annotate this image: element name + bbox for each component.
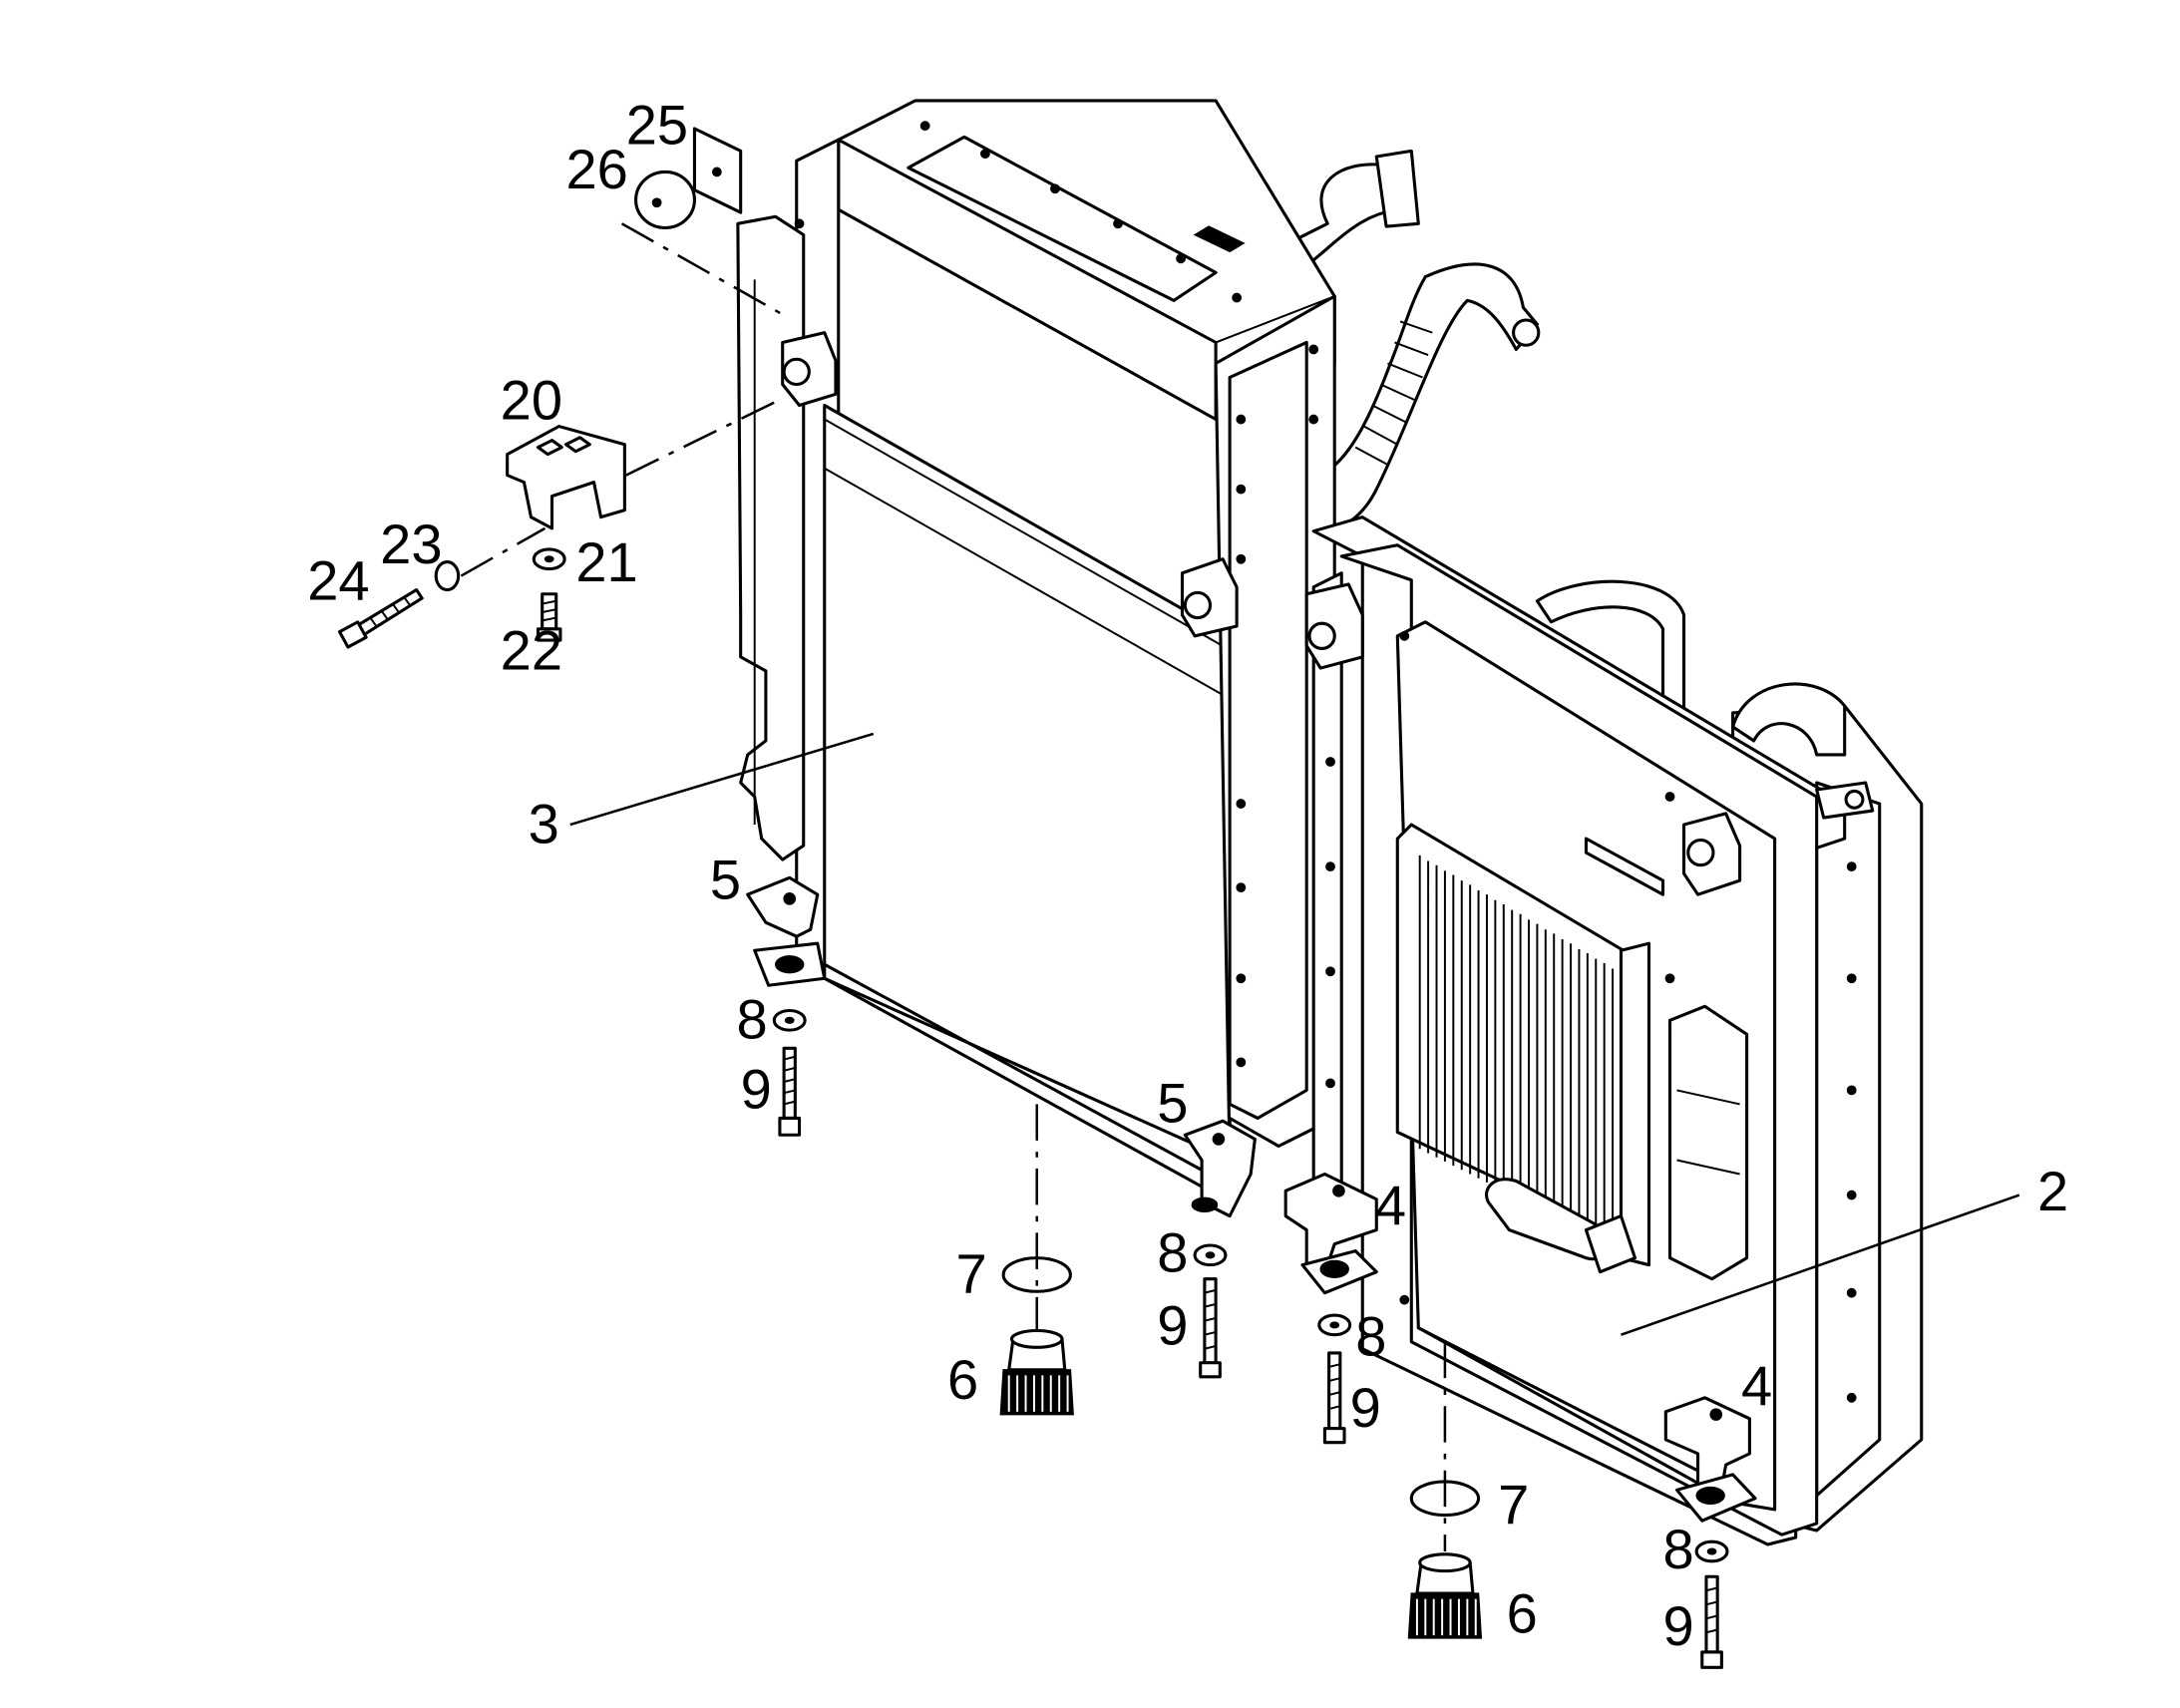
callout-9-left: 9 [741,1058,772,1121]
part-5-bracket-left [746,875,827,987]
part-9-bolt-left [778,1046,802,1137]
part-23-washer [434,559,461,592]
callout-9-mid: 9 [1157,1294,1188,1357]
part-24-bolt [337,588,424,649]
part-26-washer [634,170,696,230]
callout-20: 20 [501,369,562,432]
callout-24: 24 [307,548,369,611]
callout-4-left: 4 [1375,1174,1406,1236]
callout-4-right: 4 [1741,1354,1772,1417]
callout-5-right: 5 [1157,1072,1188,1135]
lower-hose [1318,262,1541,533]
cooler-assembly [1304,515,1924,1546]
part-8-washer-left [772,1008,807,1032]
callout-2: 2 [2037,1160,2068,1222]
part-8-washer-center [1317,1313,1352,1337]
callout-8-mid: 8 [1157,1221,1188,1284]
callout-6-right: 6 [1507,1581,1538,1644]
condenser-fins [1418,854,1615,1233]
part-9-bolt-right [1700,1574,1723,1669]
callout-7-right: 7 [1498,1473,1529,1536]
leader-2 [1621,1194,2020,1336]
part-21-washer [532,547,566,571]
callout-8-center: 8 [1355,1305,1386,1368]
part-9-bolt-mid [1199,1277,1222,1379]
part-9-bolt-center [1322,1351,1346,1445]
callout-21: 21 [575,530,637,593]
callout-9-center: 9 [1350,1376,1381,1439]
part-7-oring-right [1409,1480,1481,1518]
part-20-bracket [506,425,626,530]
callout-5-left: 5 [710,848,741,910]
radiator-assembly [736,99,1336,1204]
part-6-cap-right [1407,1552,1483,1639]
part-7-oring-left [1001,1256,1072,1293]
callout-8-left: 8 [736,988,767,1051]
callout-7-left: 7 [955,1242,986,1305]
callout-26: 26 [566,138,628,200]
part-8-washer-right [1694,1539,1729,1563]
part-4-bracket-right [1663,1396,1757,1523]
part-4-bracket-left [1283,1172,1378,1295]
part-6-cap-left [999,1328,1074,1416]
callout-9-right: 9 [1663,1594,1694,1657]
part-22-screw [536,592,562,642]
callout-25: 25 [626,93,688,156]
callout-6-left: 6 [947,1348,978,1411]
callout-8-right: 8 [1663,1518,1694,1580]
part-8-washer-mid [1193,1243,1228,1267]
callout-22: 22 [501,618,562,681]
callouts: 25 26 20 23 21 24 22 3 5 8 9 5 8 9 7 6 4… [307,93,2068,1657]
callout-23: 23 [380,512,442,575]
leader-3 [569,732,875,827]
callout-3: 3 [529,792,559,854]
part-25-plate [692,127,743,214]
part-5-bracket-right [1183,1119,1257,1218]
